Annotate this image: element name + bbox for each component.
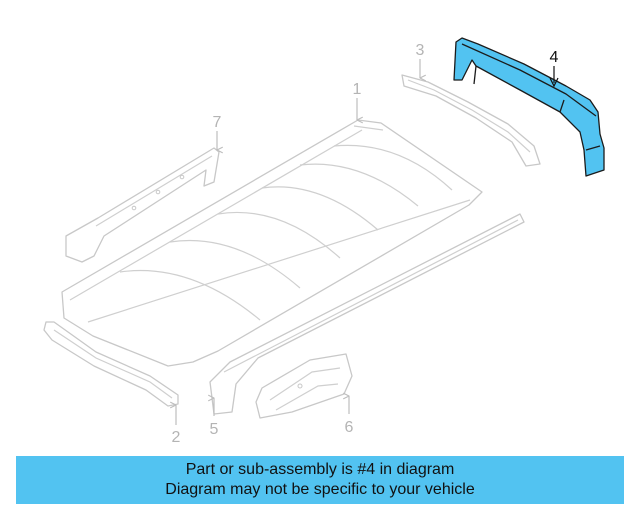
banner-line-2: Diagram may not be specific to your vehi…: [165, 481, 475, 498]
callout-2: 2: [172, 405, 181, 446]
roof-panel-part-1[interactable]: [61, 119, 483, 367]
svg-text:1: 1: [353, 81, 362, 98]
rear-roof-bow-part-4[interactable]: [453, 37, 605, 177]
svg-text:5: 5: [210, 421, 219, 438]
svg-text:7: 7: [213, 114, 222, 131]
svg-text:3: 3: [416, 42, 425, 59]
info-banner: Part or sub-assembly is #4 in diagram Di…: [16, 456, 624, 504]
callout-5: 5: [210, 398, 219, 438]
inner-panel-part-6[interactable]: [255, 353, 353, 419]
banner-line-1: Part or sub-assembly is #4 in diagram: [185, 461, 455, 478]
side-rail-part-7[interactable]: [65, 147, 220, 263]
callout-3: 3: [416, 42, 425, 78]
svg-text:6: 6: [345, 419, 354, 436]
callout-1: 1: [353, 81, 362, 120]
rear-header-part-3[interactable]: [401, 74, 541, 167]
svg-text:4: 4: [550, 49, 559, 66]
part-4-main: [453, 37, 605, 177]
svg-text:2: 2: [172, 429, 181, 446]
callout-7: 7: [213, 114, 222, 150]
roof-side-rail-part-5[interactable]: [209, 213, 525, 415]
callout-6: 6: [345, 396, 354, 436]
callout-4: 4: [549, 49, 559, 88]
